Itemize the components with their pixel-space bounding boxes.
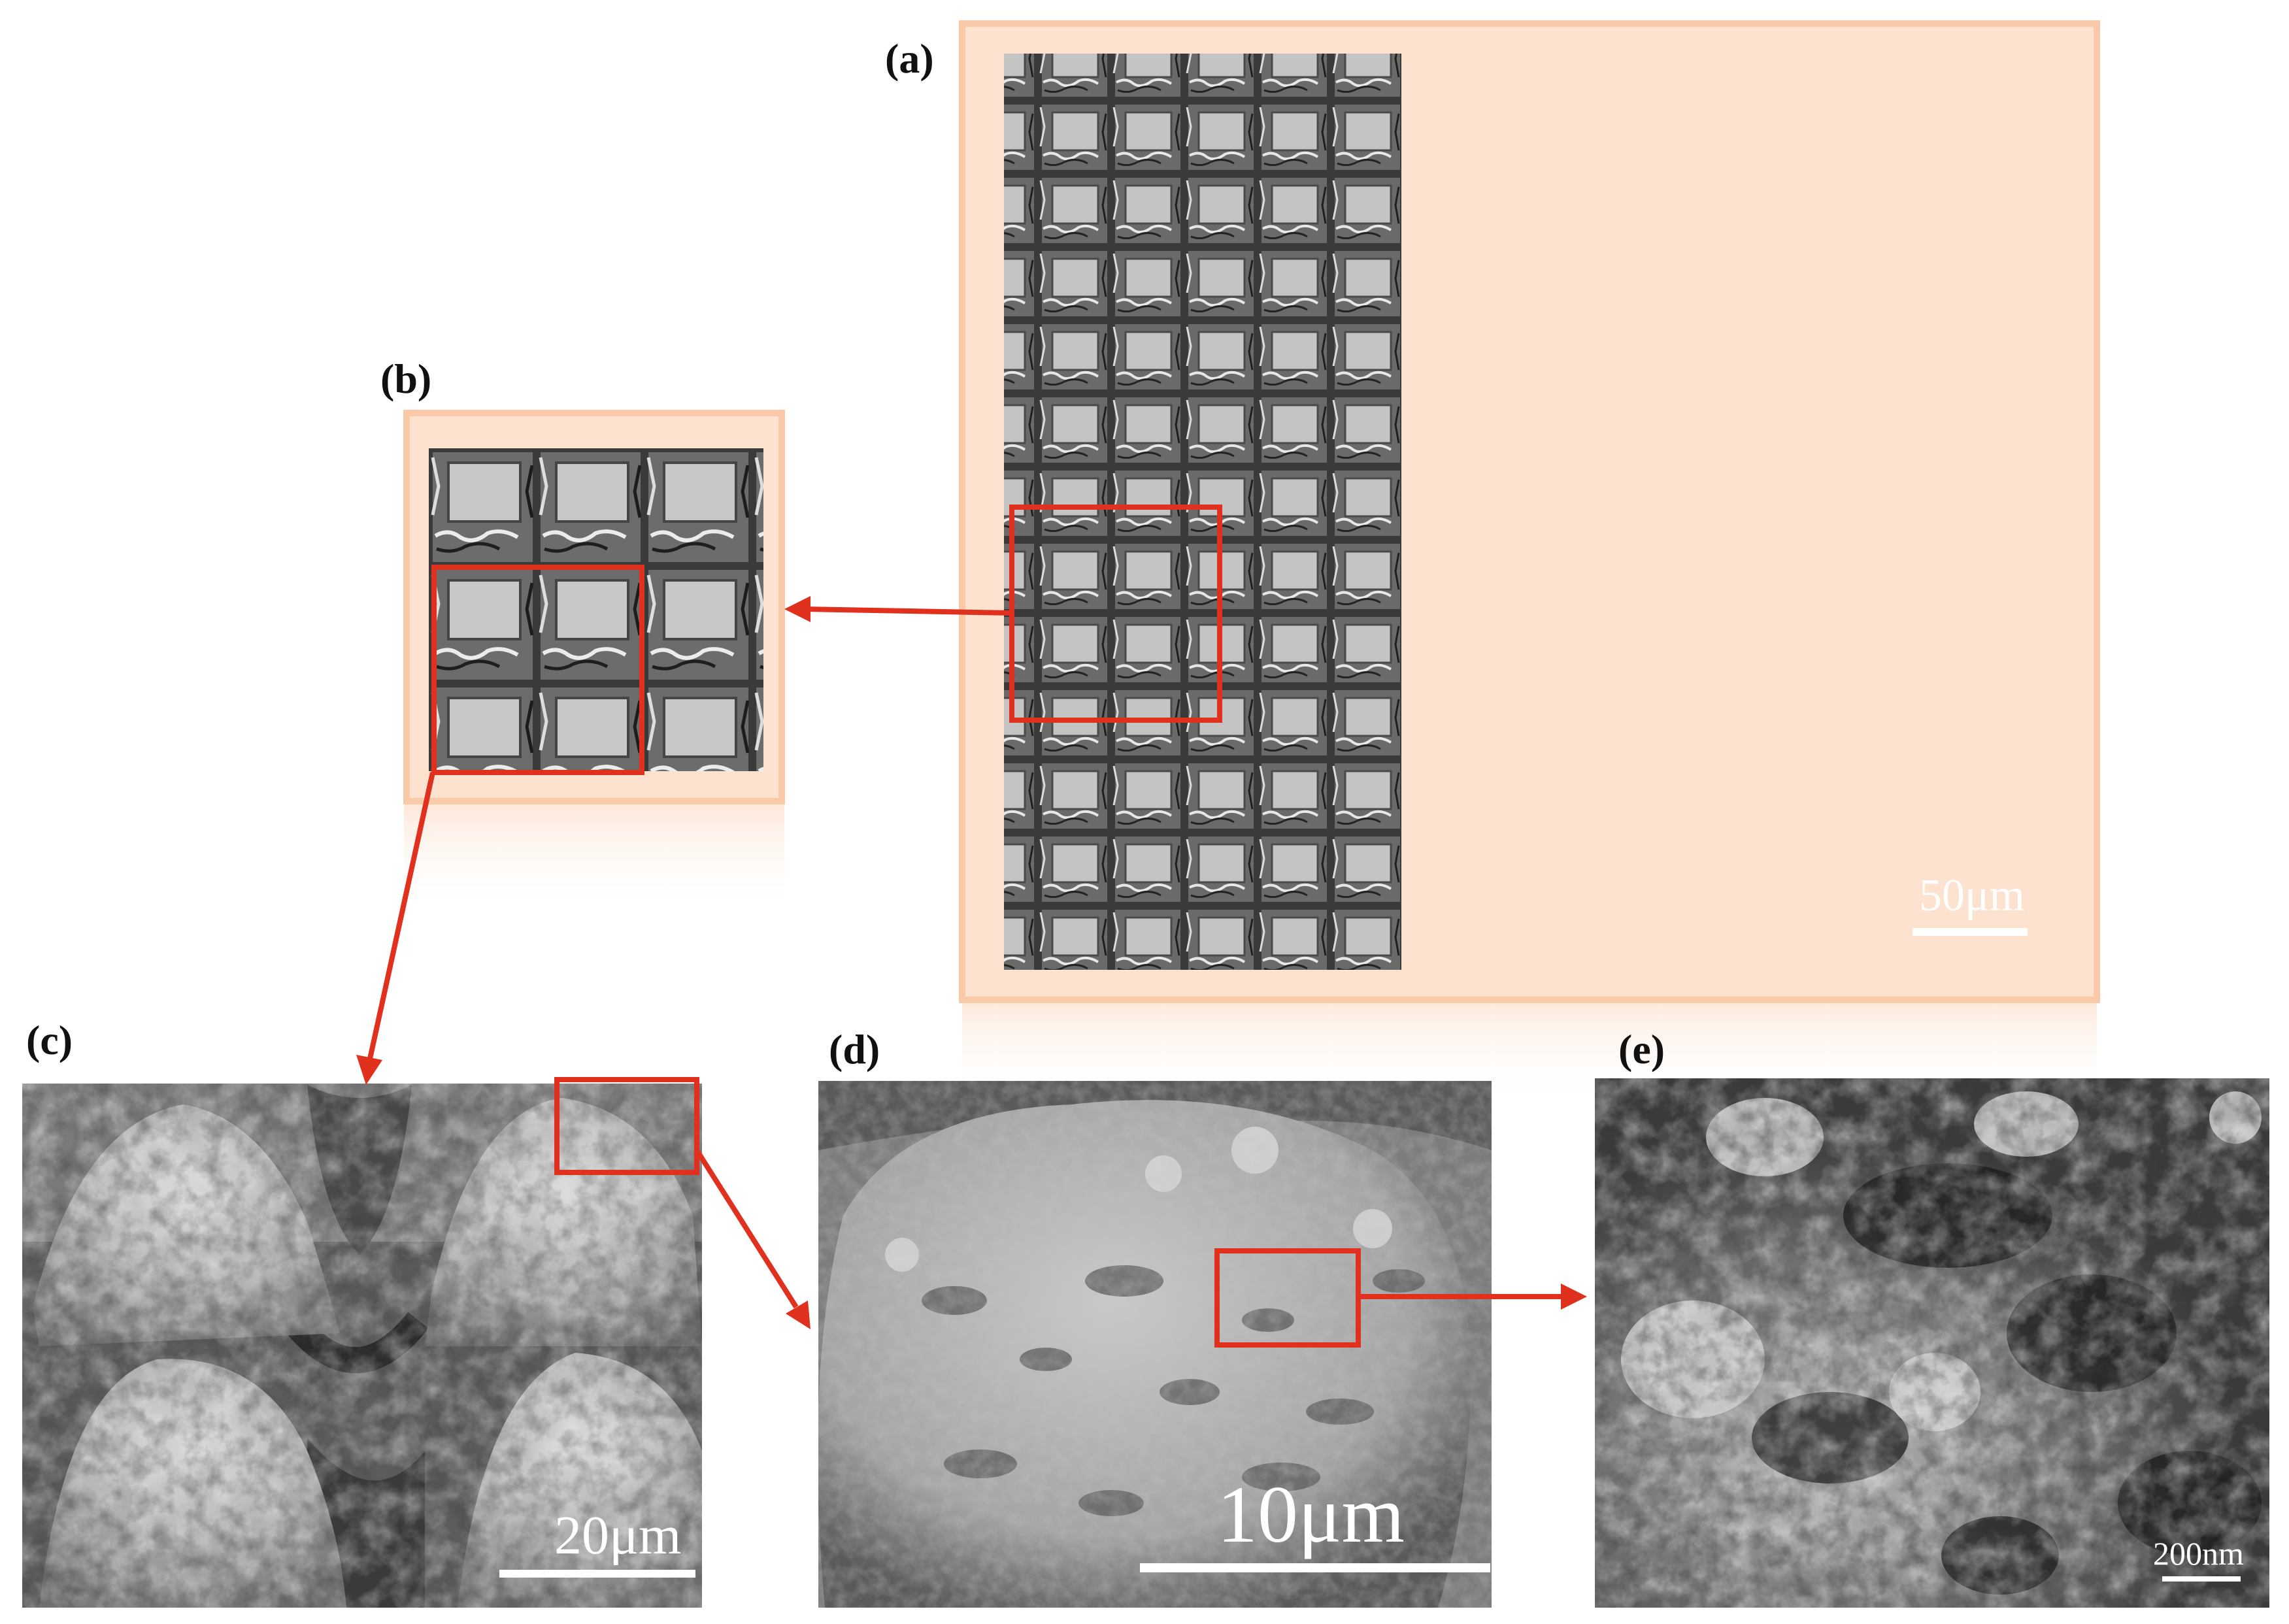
panel-e [1595,1078,2269,1608]
panel-a [959,20,2100,1104]
panel-b [403,410,785,915]
panel-c [22,1084,702,1608]
panel-a-image [1004,54,1401,970]
highlight-box-a [1009,505,1222,723]
panel-label-e: (e) [1618,1026,1665,1072]
scale-bar-c [499,1570,695,1578]
panel-b-image [429,448,763,771]
arrow-a-to-b [784,596,810,622]
panel-label-c: (c) [26,1017,73,1063]
arrows [356,596,1587,1329]
scale-label-e: 200nm [2153,1535,2244,1572]
scale-label-d: 10μm [1217,1470,1405,1559]
panel-b-reflection [404,804,784,915]
scale-bars [499,928,2241,1582]
arrow-b-to-c [356,1055,382,1085]
highlight-box-b [431,565,644,775]
arrow-d-to-e [1561,1284,1587,1310]
scale-label-c: 20μm [554,1505,682,1566]
scale-bar-e [2162,1576,2241,1582]
scale-bar-d [1140,1563,1490,1572]
panel-label-a: (a) [885,35,934,82]
scale-bar-a [1913,928,2028,936]
panel-label-b: (b) [380,356,432,402]
arrow-c-to-d [786,1301,810,1329]
panel-label-d: (d) [829,1026,880,1072]
highlight-box-c [554,1077,699,1175]
panel-d [818,1081,1492,1608]
scale-label-a: 50μm [1919,870,2025,921]
